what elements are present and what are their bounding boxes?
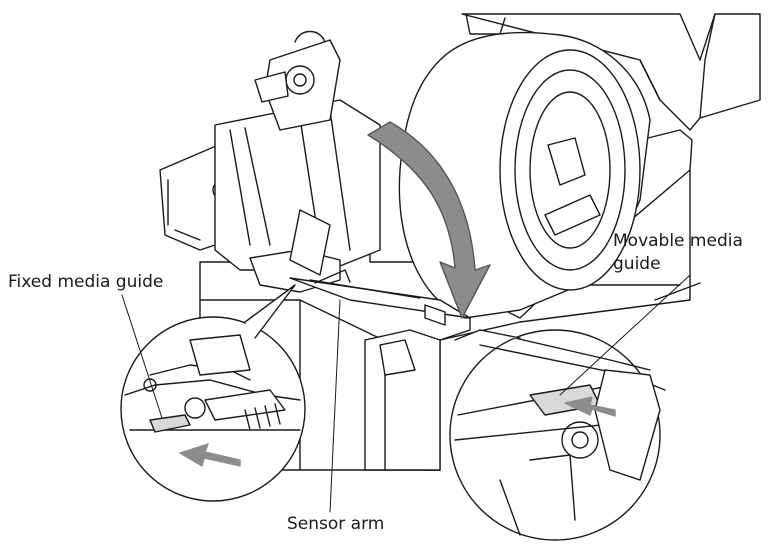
movable-media-guide-label-line1: Movable media [613, 231, 743, 251]
left-detail-callout [120, 284, 306, 502]
inner-block [364, 329, 441, 471]
loading-arrow [367, 121, 491, 319]
right-detail-callout [449, 282, 701, 541]
top-cover [461, 13, 761, 131]
print-head-assembly [159, 30, 381, 293]
leader-lines [121, 274, 691, 513]
fixed-media-guide-label: Fixed media guide [8, 272, 164, 292]
sensor-arm-label: Sensor arm [287, 514, 385, 534]
sensor-arm-rail [289, 269, 471, 326]
movable-media-guide-label-line2: guide [613, 254, 661, 274]
